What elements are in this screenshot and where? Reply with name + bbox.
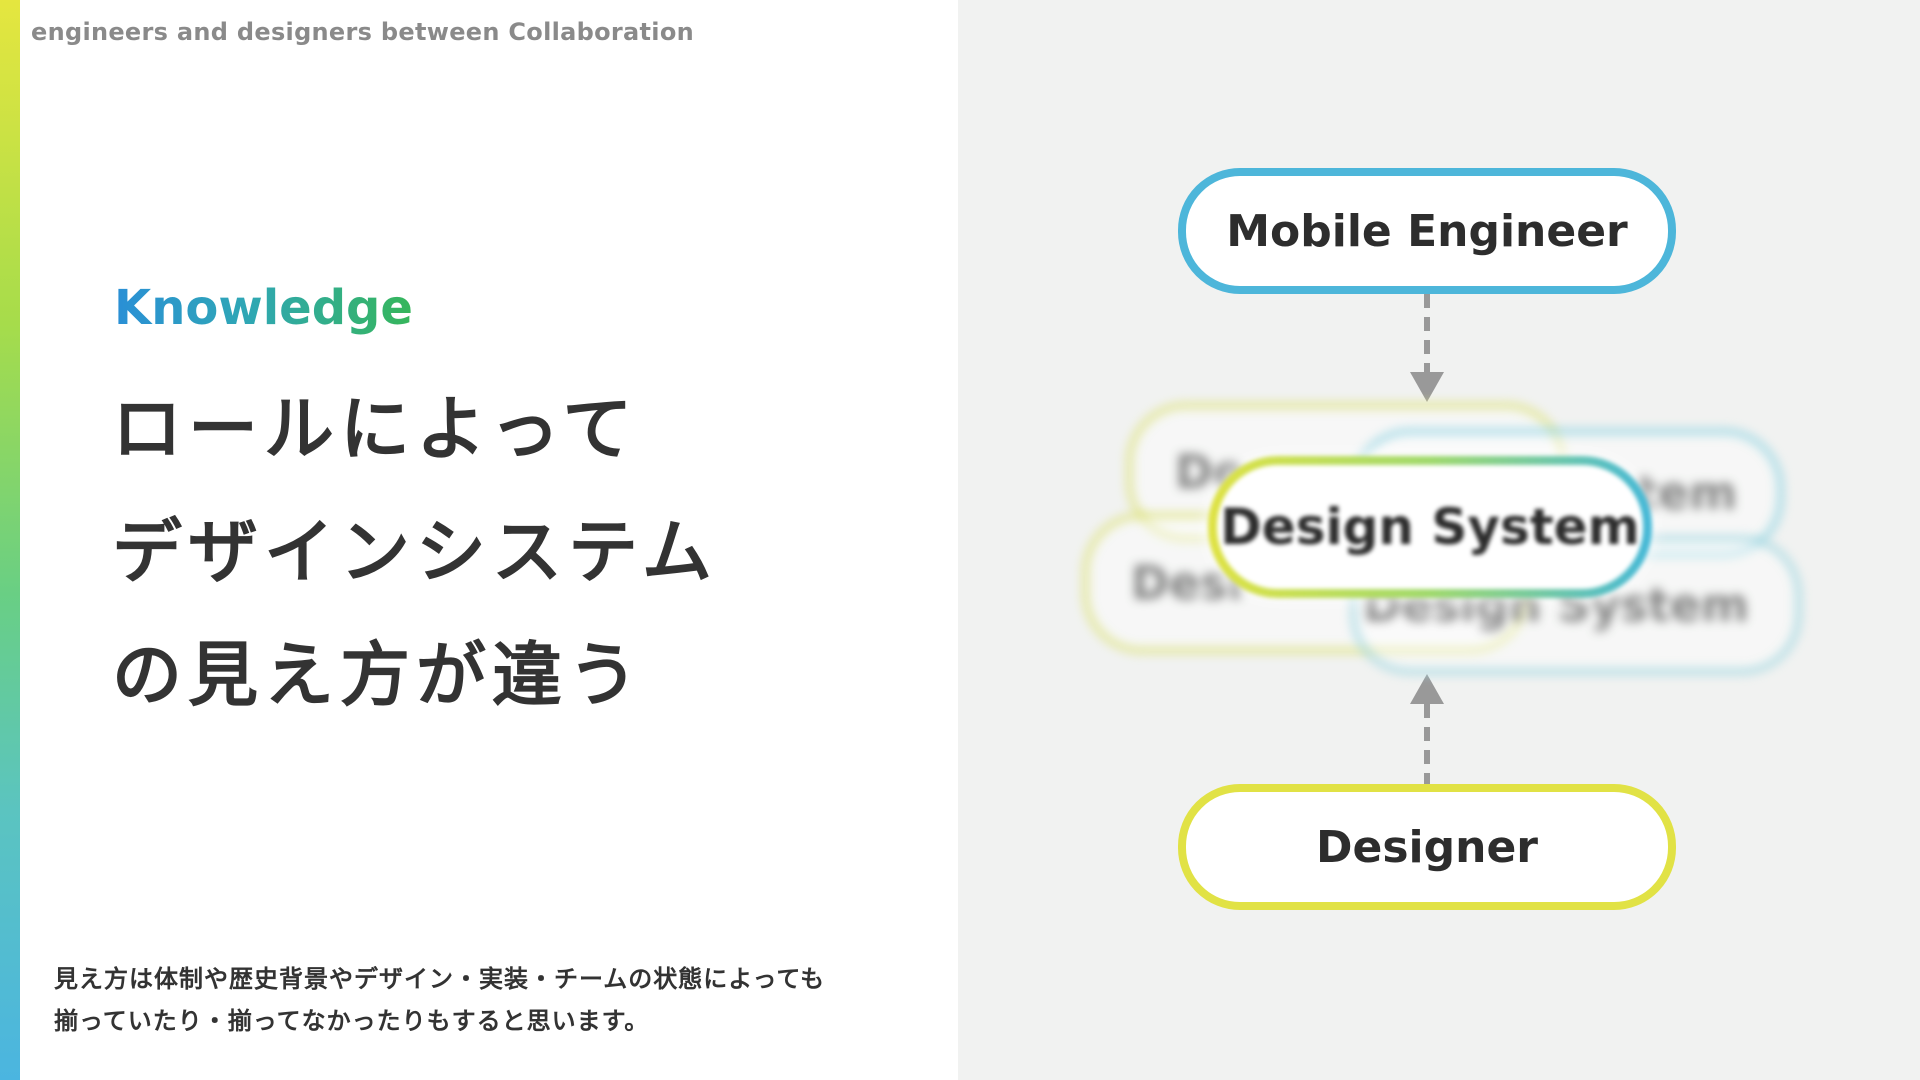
mobile-engineer-node: Mobile Engineer	[1178, 168, 1676, 294]
title-line-2: デザインシステム	[112, 511, 718, 593]
left-panel	[20, 0, 958, 1080]
body-line-1: 見え方は体制や歴史背景やデザイン・実装・チームの状態によっても	[54, 965, 826, 993]
left-accent-bar	[0, 0, 20, 1080]
arrow-down-icon	[1410, 372, 1444, 402]
title-line-1: ロールによって	[112, 388, 639, 470]
arrow-up-icon	[1410, 674, 1444, 704]
designer-node: Designer	[1178, 784, 1676, 910]
design-system-node: Design System	[1208, 456, 1652, 598]
section-label: Knowledge	[114, 280, 413, 336]
body-text: 見え方は体制や歴史背景やデザイン・実装・チームの状態によっても 揃っていたり・揃…	[54, 958, 825, 1042]
title-line-3: の見え方が違う	[112, 634, 644, 716]
ghost-node-2-label: tem	[1635, 466, 1737, 520]
header-caption: engineers and designers between Collabor…	[31, 18, 695, 46]
body-line-2: 揃っていたり・揃ってなかったりもすると思います。	[54, 1007, 650, 1035]
slide-title: ロールによって デザインシステム の見え方が違う	[112, 368, 718, 737]
